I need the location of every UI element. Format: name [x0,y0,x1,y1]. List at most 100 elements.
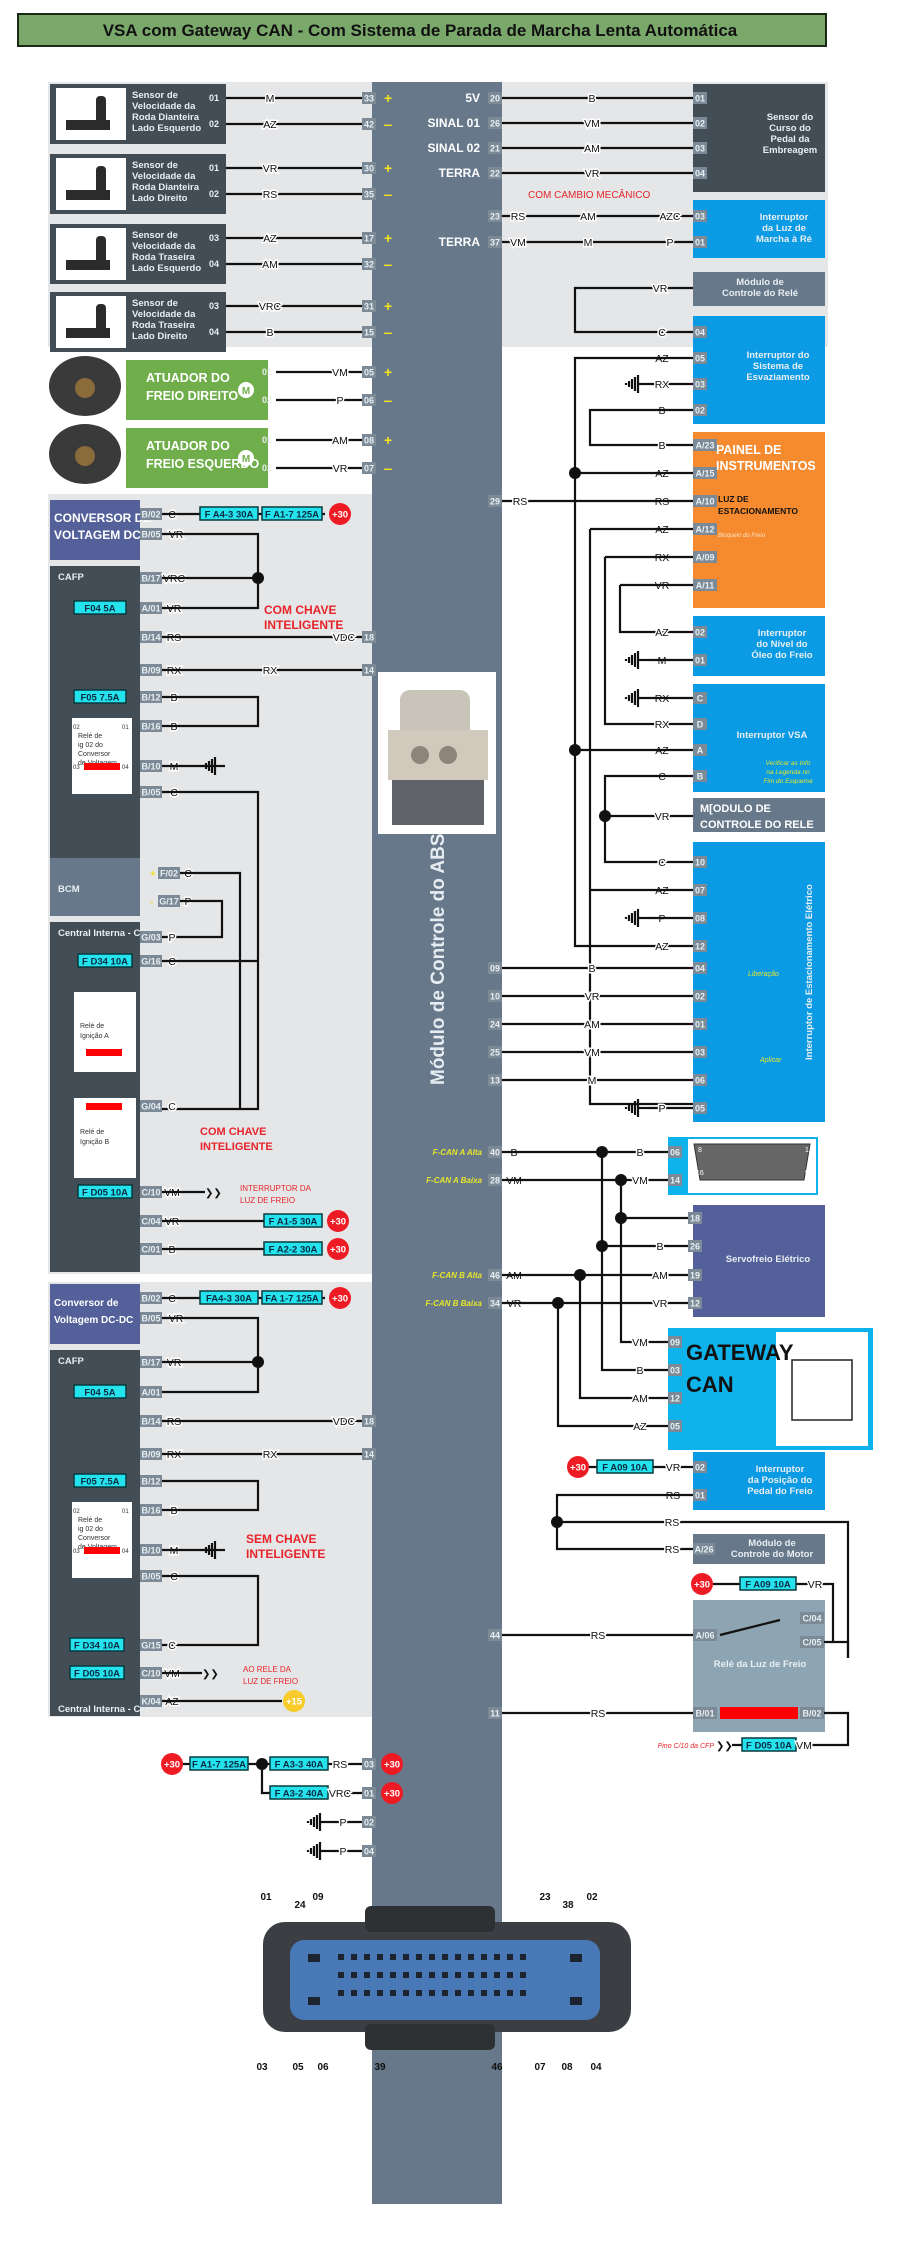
fuse-body [263,1213,323,1228]
ground-icon [624,689,648,707]
wire-color: VM [632,1337,648,1349]
cafp-pin: B/05 [140,786,162,798]
pin-box [140,786,162,798]
wire-color: AZ [633,1421,647,1433]
pin-box [140,955,162,967]
cfp-pin: K/04 [140,1695,162,1707]
pin-number: 22 [490,169,500,179]
pin-box [488,1629,502,1641]
pin-box [140,572,162,584]
wire-color-label: VM [509,236,528,251]
pin-number: 46 [490,1271,500,1281]
pin-box [488,1018,502,1030]
pin-number: 05 [695,354,705,364]
actuator-pin: 02 [262,395,272,405]
gateway-module-icon [791,1359,853,1421]
abs-pin: 22 [488,167,502,179]
pin-number: 05 [670,1422,680,1432]
connector-pin [338,1954,344,1960]
clutch-sensor-label: Pedal da [770,134,810,145]
motor-symbol: M [242,454,250,465]
ground-icon [201,1541,225,1559]
pin-number: A/09 [695,553,714,563]
pin-box [140,1215,162,1227]
relay-pin-number: 02 [73,725,80,731]
pin-number: 18 [364,1417,374,1427]
vsa-note: na Legenda no [766,769,810,776]
wire-color-label: B [635,1364,645,1379]
pin-number: 12 [670,1394,680,1404]
wire-color: M [584,237,593,249]
wire-color: AZ [655,941,669,953]
wire-color-label: RS [511,495,529,510]
abs-module-photo [378,672,496,834]
fuse-label: F05 7.5A [80,693,119,704]
sensor-label: Lado Direito [132,331,188,342]
fuse-body [199,1290,259,1305]
pin-box [693,352,707,364]
fuse-body [596,1459,654,1474]
evacuation-switch-label: Interruptor do [747,350,810,361]
can-line-label: F-CAN A Baixa [426,1176,482,1185]
ig-relay-label: ig 02 do [78,742,103,749]
pin-box [140,720,162,732]
fuse: F04 5A [73,1384,127,1399]
connector-pin-label: 04 [590,2062,602,2073]
pin-box [693,770,707,782]
pin-number: 06 [364,396,374,406]
wire-color-label: VDC [331,631,357,646]
pin-box [693,117,707,129]
wire-color: RS [665,1517,680,1529]
component-pin: 03 [693,378,707,390]
wire-color-label: B [265,326,275,341]
pin-box [488,142,502,154]
pin-box [140,1186,162,1198]
connector-pin [403,1954,409,1960]
abs-pin: 17 [362,232,376,244]
pin-box [488,167,502,179]
obd-pin-number: 16 [696,1170,704,1177]
relay-coil [84,763,120,770]
pin-box [693,523,717,535]
wire [162,695,260,728]
pin-number: 34 [490,1299,500,1309]
abs-signal-label: TERRA [439,235,481,249]
fuse: F A09 10A [596,1459,654,1474]
connector-pin [351,1972,357,1978]
wire-color-label: VM [331,366,350,381]
wirew [719,1618,781,1637]
power-circle [691,1573,713,1595]
fuse: F A4-3 30A [199,506,259,521]
wire [162,1574,260,1647]
ig-relay-label: Relé de [78,1517,102,1524]
dc-converter-label: Conversor de [54,1298,119,1309]
actuator-label: FREIO DIREITO [146,389,238,403]
abs-pin: 32 [362,258,376,270]
sensor-label: Lado Direito [132,193,188,204]
dc-converter-label: Voltagem DC-DC [54,1315,133,1326]
wire-color-label: C [657,856,668,871]
junction-node [569,744,581,756]
pin-box [362,300,376,312]
ig-relay [72,718,132,794]
fuse: F D05 10A [741,1737,797,1752]
connector-pin [377,1990,383,1996]
sensor-icon [96,96,106,124]
relay-loop-wire [573,286,693,334]
wire-color-label: VR [331,462,349,477]
pin-number: 03 [364,1760,374,1770]
pin-number: B/05 [141,788,160,798]
apply-label: Aplicar [759,1057,782,1064]
connector-pin-label: 39 [374,2062,386,2073]
abs-pin: 13 [488,1074,502,1086]
pin-box [693,495,717,507]
wire-color: VM [510,237,526,249]
fuse-body [261,506,323,521]
clutch-sensor-label: Sensor do [767,112,814,123]
abs-pin: 24 [488,1018,502,1030]
vsa-switch-box [693,684,825,792]
pin-number: B/10 [141,1546,160,1556]
wire [162,899,224,939]
